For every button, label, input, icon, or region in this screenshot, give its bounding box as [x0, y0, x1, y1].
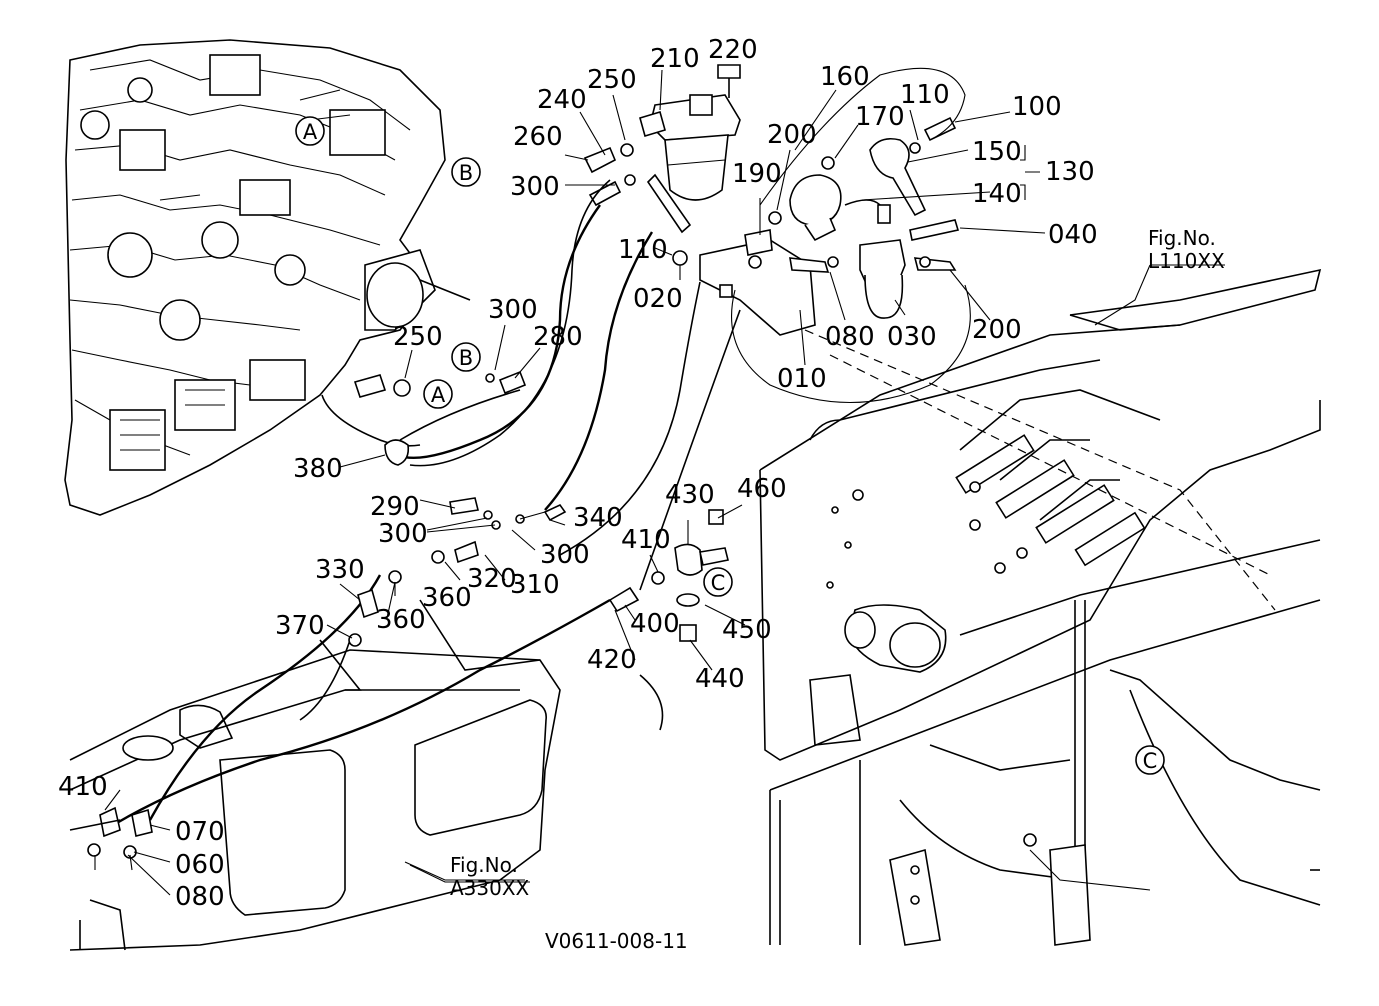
callout-420: 420	[587, 645, 637, 675]
callout-030: 030	[887, 322, 937, 352]
callout-210: 210	[650, 44, 700, 74]
svg-text:C: C	[1143, 749, 1158, 773]
fuel-pump-assembly	[672, 67, 971, 404]
svg-text:B: B	[459, 346, 473, 370]
callout-170: 170	[855, 102, 905, 132]
callout-440: 440	[695, 664, 745, 694]
fuel-filter-assembly-210	[583, 64, 741, 234]
svg-text:A: A	[303, 120, 318, 144]
callout-320: 320	[467, 564, 517, 594]
reference-lines	[804, 329, 1276, 611]
reference-markers: A B B A C C	[295, 116, 1165, 775]
callout-100: 100	[1012, 92, 1062, 122]
callout-360a: 360	[422, 583, 472, 613]
engine-assembly	[64, 39, 471, 516]
callout-410b: 410	[58, 772, 108, 802]
callout-250b: 250	[393, 322, 443, 352]
drawing-number: V0611-008-11	[545, 929, 688, 953]
callout-080: 080	[825, 322, 875, 352]
callout-060: 060	[175, 850, 225, 880]
callout-460: 460	[737, 474, 787, 504]
callout-300: 300	[510, 172, 560, 202]
callout-450: 450	[722, 615, 772, 645]
ref-marker-a-top: A	[295, 116, 325, 146]
callout-400: 400	[630, 609, 680, 639]
callout-200b: 200	[972, 315, 1022, 345]
figure-ref-a330-code[interactable]: A330XX	[450, 876, 530, 900]
svg-text:A: A	[431, 383, 446, 407]
callout-040: 040	[1048, 220, 1098, 250]
callout-020: 020	[633, 284, 683, 314]
leader-lines	[104, 69, 1225, 896]
callout-130: 130	[1045, 157, 1095, 187]
fuel-tank-frame	[69, 599, 561, 951]
callout-190: 190	[732, 159, 782, 189]
callout-110b: 110	[618, 235, 668, 265]
callout-260: 260	[513, 122, 563, 152]
svg-text:C: C	[711, 571, 726, 595]
callout-300d: 300	[540, 540, 590, 570]
callout-150: 150	[972, 137, 1022, 167]
ref-marker-a-mid: A	[423, 379, 453, 409]
callout-430: 430	[665, 480, 715, 510]
callout-220: 220	[708, 35, 758, 65]
callout-360b: 360	[376, 605, 426, 635]
callout-080b: 080	[175, 882, 225, 912]
callout-280: 280	[533, 322, 583, 352]
callout-370: 370	[275, 611, 325, 641]
callout-300c: 300	[378, 519, 428, 549]
callout-340: 340	[573, 503, 623, 533]
figure-ref-l110-code[interactable]: L110XX	[1148, 249, 1225, 273]
callout-290: 290	[370, 492, 420, 522]
callout-380: 380	[293, 454, 343, 484]
callout-160: 160	[820, 62, 870, 92]
ref-marker-b-mid: B	[451, 342, 481, 372]
ref-marker-c-mid: C	[703, 567, 733, 597]
callout-010: 010	[777, 364, 827, 394]
figure-ref-a330[interactable]: Fig.No. A330XX	[450, 853, 530, 900]
loader-frame	[759, 268, 1322, 946]
callout-labels: 210 220 250 240 260 300 160 110 100 170 …	[58, 35, 1098, 912]
ref-marker-b-top: B	[451, 157, 481, 187]
fittings	[87, 370, 729, 859]
callout-300b: 300	[488, 295, 538, 325]
svg-text:B: B	[459, 161, 473, 185]
figure-ref-a330-label: Fig.No.	[450, 853, 518, 877]
callout-140: 140	[972, 179, 1022, 209]
callout-240: 240	[537, 85, 587, 115]
ref-marker-c-right: C	[1135, 745, 1165, 775]
callout-410: 410	[621, 525, 671, 555]
figure-ref-l110[interactable]: Fig.No. L110XX	[1148, 226, 1225, 273]
callout-200: 200	[767, 120, 817, 150]
callout-330: 330	[315, 555, 365, 585]
fuel-hoses	[104, 179, 741, 832]
callout-250: 250	[587, 65, 637, 95]
figure-ref-l110-label: Fig.No.	[1148, 226, 1216, 250]
callout-070: 070	[175, 817, 225, 847]
callout-310: 310	[510, 570, 560, 600]
callout-110: 110	[900, 80, 950, 110]
